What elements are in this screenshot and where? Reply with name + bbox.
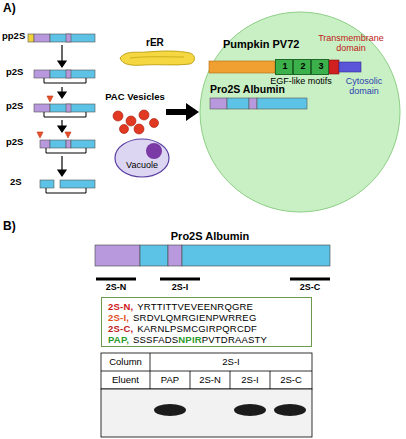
amino-acid-sequence: SSSFADS <box>133 334 178 345</box>
pro2s-bar <box>95 245 330 266</box>
table-cell: 2S-I <box>150 353 312 371</box>
sequence-line: 2S-I, SRDVLQMRGIENPWRREG <box>108 312 256 323</box>
table-cell: 2S-C <box>270 371 312 389</box>
sequence-line: 2S-N, YRTTITTVEVEENRQGRE <box>108 301 253 312</box>
table-cell: 2S-N <box>190 371 230 389</box>
transport-arrow <box>166 103 199 121</box>
egf-motif-box: 1 <box>275 59 293 75</box>
peptide-name: 2S-C <box>290 283 330 293</box>
node-label: Pumpkin PV72 <box>223 38 299 50</box>
sequence-line: PAP, SSSFADSNPIRPVTDRAASTY <box>108 334 267 345</box>
amino-acid-sequence: YRTTITTVEVEENRQGRE <box>137 301 253 312</box>
table-cell: Eluent <box>101 371 150 389</box>
node-label: Vacuole <box>114 161 170 171</box>
vacuole-shape-outline <box>114 138 170 178</box>
table-cell: PAP <box>150 371 190 389</box>
amino-acid-sequence: KARNLPSMCGIRPQRCDF <box>137 323 257 334</box>
table-cell: 2S-I <box>230 371 270 389</box>
node-label: 2 <box>294 62 312 72</box>
precursor-name: p2S <box>6 101 23 111</box>
panel-letter: B) <box>3 220 16 233</box>
sequence-tag: 2S-I, <box>108 312 129 323</box>
peptide-name: 2S-N <box>96 283 136 293</box>
sequence-line: 2S-C, KARNLPSMCGIRPQRCDF <box>108 323 257 334</box>
blot-bands <box>154 404 306 416</box>
precursor-name: 2S <box>10 177 22 187</box>
precursor-name: p2S <box>6 137 23 147</box>
egf-motif-box: 2 <box>293 59 311 75</box>
amino-acid-sequence: PVTDRAASTY <box>202 334 267 345</box>
domain-label: Cytosolic domain <box>336 76 392 96</box>
sequence-box: 2S-N, YRTTITTVEVEENRQGRE 2S-I, SRDVLQMRGIEN… <box>101 297 312 347</box>
egf-motif-box: 3 <box>311 59 329 75</box>
node-label: 1 <box>276 62 294 72</box>
domain-label: Transmembrane domain <box>312 33 390 53</box>
panel-letter: A) <box>3 2 16 15</box>
node-label: rER <box>146 37 164 48</box>
amino-acid-sequence: SRDVLQMRGIENPWRREG <box>133 312 256 323</box>
vacuole-shape: Vacuole <box>114 138 170 178</box>
sequence-tag: PAP, <box>108 334 129 345</box>
protein-name: Pro2S Albumin <box>150 230 270 242</box>
table-cell: Column <box>101 353 150 371</box>
precursor-name: p2S <box>6 67 23 77</box>
precursor-name: pp2S <box>2 31 25 41</box>
precursor-series <box>28 34 95 193</box>
vesicle-group: PAC Vesicles <box>104 92 166 136</box>
binding-table <box>101 353 312 437</box>
peptide-underlines <box>96 278 330 281</box>
peptide-name: 2S-I <box>160 283 200 293</box>
domain-label: EGF-like motifs <box>268 77 334 87</box>
organelle-shape: rER <box>116 40 198 66</box>
node-label: PAC Vesicles <box>104 92 166 102</box>
sequence-tag: NPIR <box>178 334 202 345</box>
node-label: 3 <box>312 62 330 72</box>
sequence-tag: 2S-N, <box>108 301 133 312</box>
sequence-tag: 2S-C, <box>108 323 133 334</box>
